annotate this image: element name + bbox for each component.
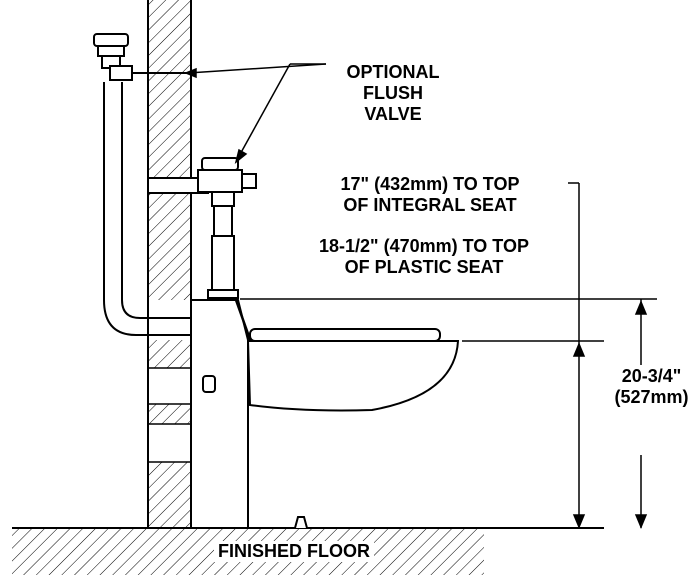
toilet: [190, 299, 460, 529]
optional-flush-valve-assembly: [93, 33, 191, 336]
label-line: 18-1/2" (470mm) TO TOP: [319, 236, 529, 256]
dimension-lines: [240, 182, 657, 529]
label-line: VALVE: [364, 104, 422, 124]
label-line: (527mm): [614, 387, 689, 407]
label-line: 17" (432mm) TO TOP: [340, 174, 520, 194]
label-line: OF PLASTIC SEAT: [344, 257, 504, 277]
leader-lines: [183, 63, 327, 164]
finished-floor-label: FINISHED FLOOR: [214, 541, 374, 562]
wall: [147, 0, 192, 528]
plastic-seat-label: 18-1/2" (470mm) TO TOP OF PLASTIC SEAT: [278, 236, 570, 278]
optional-flush-valve-label: OPTIONAL FLUSH VALVE: [326, 62, 460, 125]
integral-seat-label: 17" (432mm) TO TOP OF INTEGRAL SEAT: [300, 174, 560, 216]
overall-height-label: 20-3/4" (527mm): [604, 366, 699, 408]
label-line: FLUSH: [363, 83, 423, 103]
flush-valve: [147, 157, 257, 299]
label-line: OPTIONAL: [346, 62, 440, 82]
label-line: 20-3/4": [621, 366, 682, 386]
label-line: OF INTEGRAL SEAT: [343, 195, 517, 215]
